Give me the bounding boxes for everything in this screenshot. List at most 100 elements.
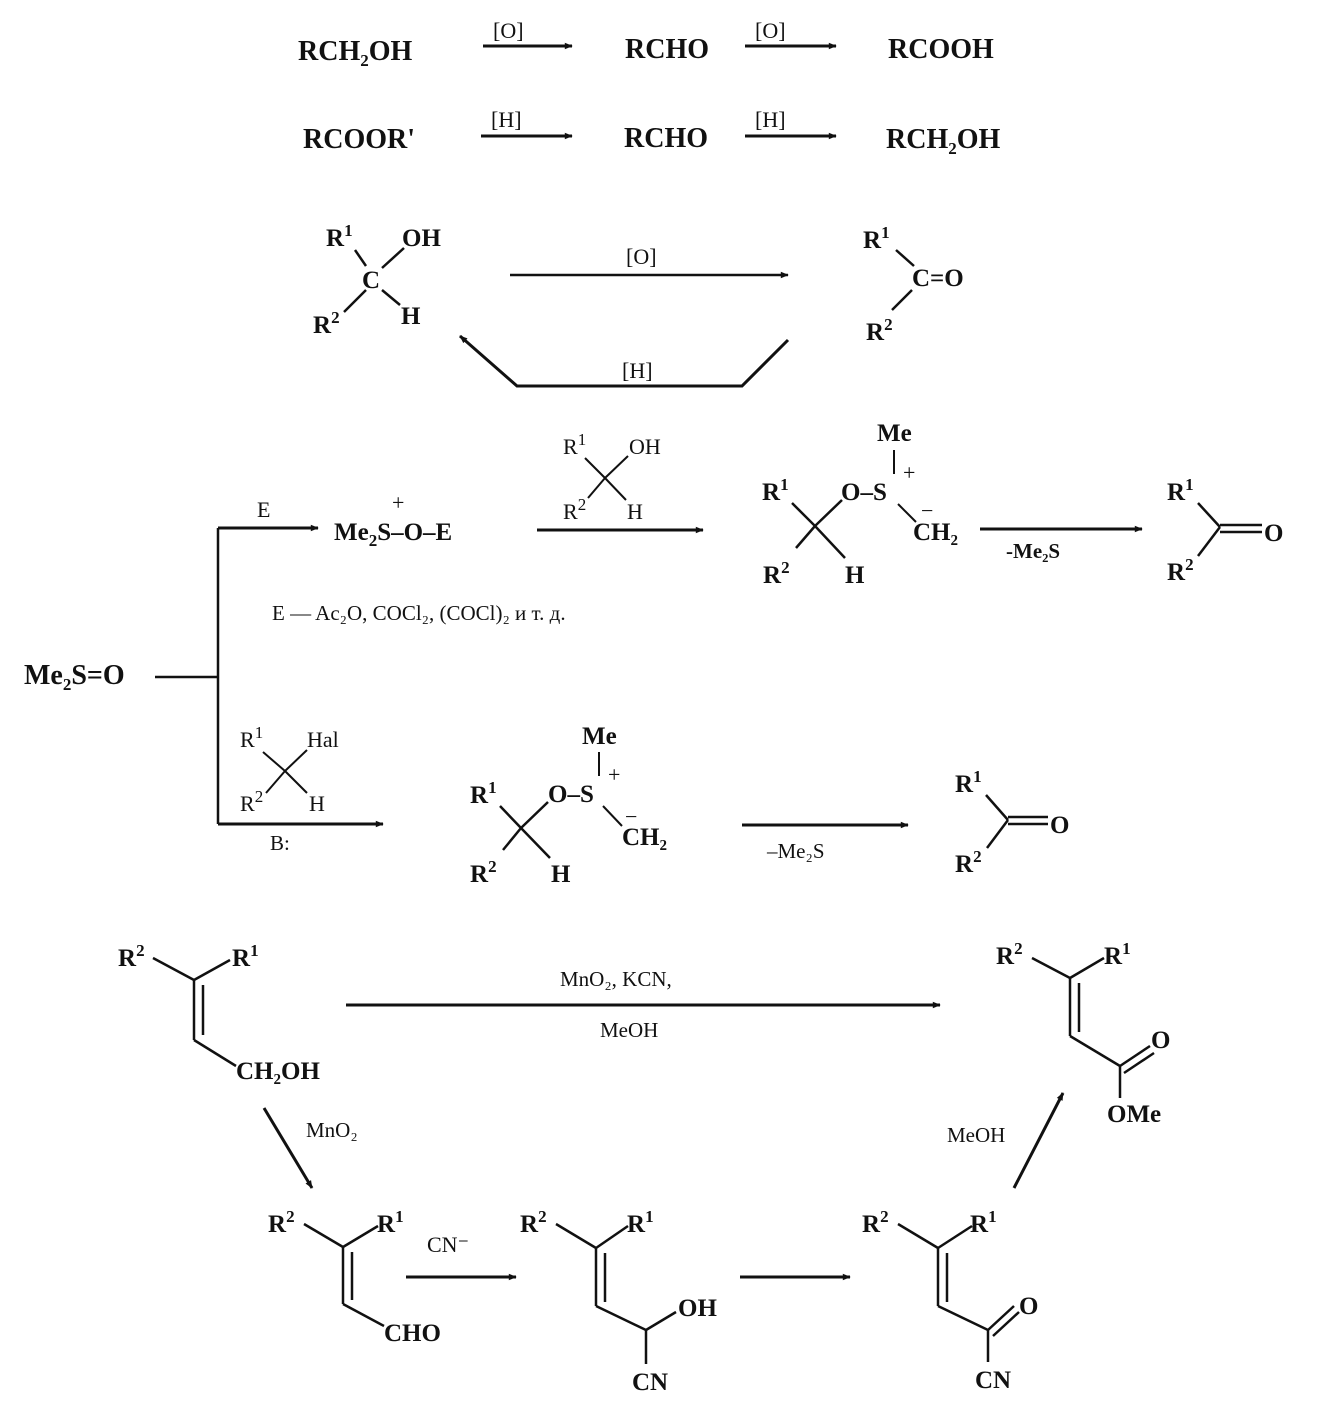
methanol-label: MeOH (947, 1123, 1005, 1147)
bond (1069, 1034, 1121, 1068)
bond (265, 770, 286, 794)
bond (1197, 526, 1221, 557)
methanolysis-arrow (1012, 1092, 1065, 1189)
bond (814, 499, 843, 527)
r2-label: R2 (520, 1207, 547, 1238)
methyl-label: Me (582, 723, 617, 750)
hal-label: Hal (307, 727, 339, 752)
bond (645, 1310, 677, 1332)
ester-label: RCOOR' (303, 124, 415, 155)
r2-label: R2 (268, 1207, 295, 1238)
r2-label: R2 (955, 847, 982, 878)
halide-reagent: R1 Hal R2 H (240, 723, 339, 816)
oxygen-label: O (1264, 520, 1283, 547)
bond (986, 819, 1009, 849)
double-bond (992, 1311, 1020, 1337)
oh-label: OH (402, 225, 441, 252)
h-label: H (309, 791, 325, 816)
r2-label: R2 (862, 1207, 889, 1238)
nitrile-label: CN (632, 1369, 668, 1396)
rcho-label-1: RCHO (625, 34, 709, 65)
bond (193, 958, 231, 982)
bond (795, 525, 816, 549)
bond (262, 751, 286, 772)
r1-label: R1 (955, 767, 982, 798)
methoxy-label: OMe (1107, 1101, 1161, 1128)
acyl-cyanide: R2 R1 O CN (862, 1207, 1038, 1394)
bond (595, 1304, 647, 1332)
alcohol-ketone-equilibrium: R1 OH C R2 H [O] R1 C=O R2 [H] (313, 221, 964, 388)
rch2oh-label: RCH2OH (298, 36, 413, 70)
carbonyl-product-1: R1 R2 O (1167, 475, 1283, 586)
double-bond (987, 1305, 1015, 1331)
bond (284, 749, 308, 772)
dmso-label: Me2S=O (24, 660, 125, 694)
h-label: H (627, 499, 643, 524)
base-label: B: (270, 831, 290, 855)
bond (897, 503, 917, 523)
r1-label: R1 (470, 778, 497, 809)
reductant-label-2: [H] (755, 107, 786, 132)
bond (381, 247, 405, 269)
bond (353, 249, 368, 267)
allylic-alcohol: R2 R1 CH₂OH (118, 941, 320, 1085)
oxygen-label: O (1050, 812, 1069, 839)
h-label: H (551, 861, 571, 888)
bond (520, 827, 551, 859)
oxidant-label-2: [O] (755, 18, 786, 43)
bond (604, 455, 629, 479)
secondary-alcohol: R1 OH C R2 H (313, 221, 441, 339)
sulfonium-ylide-2: Me + O–S − CH₂ R1 R2 H (470, 723, 667, 888)
dmso-oxidation: Me2S=O E + Me2S–O–E E — Ac₂O, COCl₂, (CO… (24, 420, 1283, 888)
elimination-label-1: -Me₂S (1006, 539, 1060, 563)
mno2-label: MnO₂ (306, 1118, 358, 1142)
mno2-arrow (262, 1107, 314, 1189)
r1-label: R1 (377, 1207, 404, 1238)
aldehyde-label: CHO (384, 1320, 441, 1347)
bond (595, 1224, 629, 1250)
rch2oh-product-label: RCH2OH (886, 124, 1001, 158)
bond (1069, 956, 1105, 980)
r2-label: R2 (118, 941, 145, 972)
double-bond (1123, 1051, 1155, 1075)
r2-label: R2 (470, 857, 497, 888)
bond (520, 801, 549, 829)
bond (584, 457, 606, 479)
bond (343, 289, 367, 313)
reagent-line-2: MeOH (600, 1018, 658, 1042)
r1-label: R1 (762, 475, 789, 506)
r2-label: R2 (563, 495, 586, 524)
bond (284, 770, 308, 794)
elimination-label-2: –Me₂S (766, 839, 825, 863)
rcho-label-2: RCHO (624, 123, 708, 154)
r1-label: R1 (970, 1207, 997, 1238)
bond (499, 805, 522, 829)
activated-dmso-label: Me2S–O–E (334, 519, 452, 550)
hydroxyl-label: OH (678, 1295, 717, 1322)
bond (937, 1224, 973, 1250)
r2-label: R2 (866, 315, 893, 346)
r1-label: R1 (1167, 475, 1194, 506)
bond (897, 1222, 939, 1250)
bond (814, 525, 846, 559)
cyanide-label: CN⁻ (427, 1232, 469, 1257)
oh-label: OH (629, 434, 661, 459)
reagent-line-1: MnO₂, KCN, (560, 967, 672, 991)
reduction-series: RCOOR' [H] RCHO [H] RCH2OH (303, 107, 1001, 158)
electrophile-label: E (257, 497, 270, 522)
bond (342, 1302, 385, 1328)
bond (937, 1304, 989, 1332)
carbonyl-label: C=O (912, 265, 964, 292)
carbanion-charge: − (625, 804, 637, 829)
reduction-return-arrow (459, 334, 790, 388)
bond (303, 1222, 344, 1249)
bond (891, 289, 913, 311)
bond (604, 477, 627, 501)
o-s-label: O–S (841, 479, 887, 506)
sulfonium-charge: + (392, 490, 404, 515)
bond (895, 249, 915, 267)
r1-label: R1 (1104, 939, 1131, 970)
carbon-label: C (362, 267, 380, 294)
